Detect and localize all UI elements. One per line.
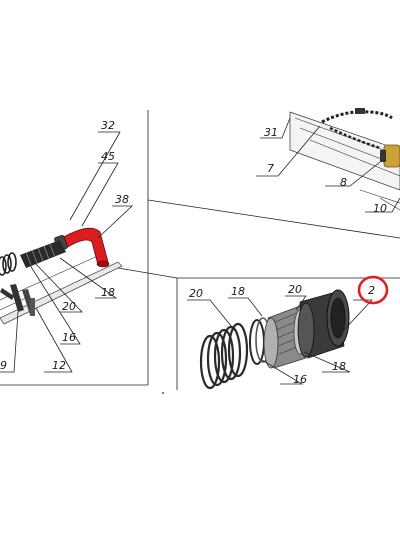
dark-coupling (297, 289, 350, 359)
panel-frames (0, 110, 400, 390)
dot-mark (162, 392, 164, 394)
callout-7: 7 (267, 162, 274, 175)
corrugated-hose (20, 240, 66, 268)
callout-10: 10 (373, 202, 387, 215)
leader-lines (0, 117, 400, 385)
callout-18-detail-a: 18 (231, 285, 245, 298)
callout-20-detail-b: 20 (288, 283, 302, 296)
highlight-circle (357, 275, 389, 305)
large-spring (199, 322, 249, 390)
callout-16-detail: 16 (293, 373, 307, 386)
detail-exploded-view (199, 289, 350, 390)
callout-8: 8 (340, 176, 347, 189)
hose-assembly (0, 227, 123, 325)
support-legs (0, 284, 35, 316)
callout-20-detail-a: 20 (189, 287, 203, 300)
callout-12: 12 (52, 359, 66, 372)
conveyor-assembly (289, 108, 400, 211)
callout-38: 38 (115, 193, 129, 206)
chain (321, 108, 393, 150)
callout-2: 2 (368, 284, 375, 297)
callout-32: 32 (101, 119, 115, 132)
spring-coils-small (0, 252, 17, 276)
callout-9: 9 (0, 359, 7, 372)
threaded-sleeve (263, 305, 307, 369)
callout-labels: 32 45 38 31 7 8 10 18 20 16 9 12 20 18 2… (0, 119, 387, 386)
callout-18-left: 18 (101, 286, 115, 299)
callout-31: 31 (264, 126, 278, 139)
callout-16-left: 16 (62, 331, 76, 344)
callout-45: 45 (101, 150, 115, 163)
sprocket (380, 144, 400, 168)
callout-20-left: 20 (62, 300, 76, 313)
callout-18-detail-b: 18 (332, 360, 346, 373)
